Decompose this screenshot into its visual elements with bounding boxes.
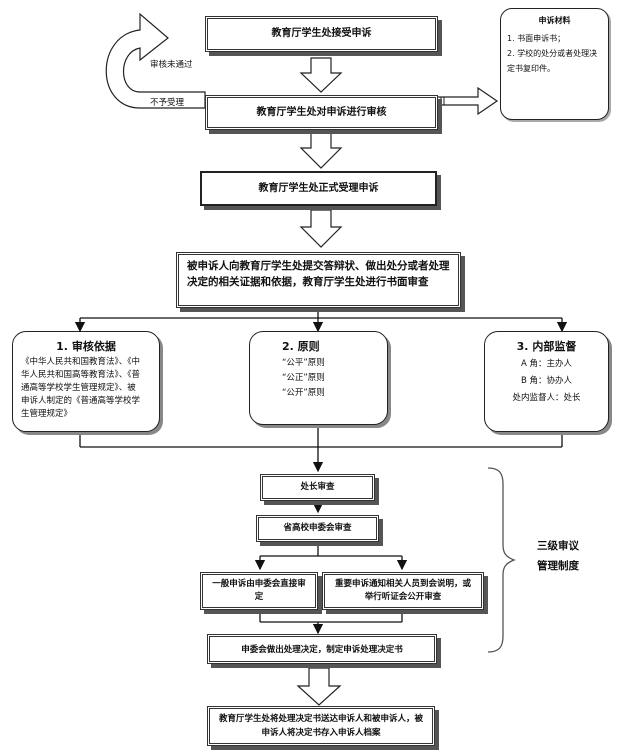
down-arrow-2 [299,131,343,169]
step-formal-acceptance: 教育厅学生处正式受理申诉 [200,171,437,206]
step-written-review: 被申诉人向教育厅学生处提交答辩状、做出处分或者处理决定的相关证据和依据，教育厅学… [176,252,461,308]
materials-title: 申诉材料 [538,16,571,25]
step-review-appeal: 教育厅学生处对申诉进行审核 [205,95,438,130]
column-line: A 角：主办人 [520,359,573,369]
column-review-basis: 1. 审核依据 《中华人民共和国教育法》、《中 华人民共和国高等教育法》、《普 … [12,331,160,432]
column-title: 3. 内部监督 [516,340,577,353]
down-arrow-3 [299,209,343,248]
bracket-line: 三级审议 [537,540,579,552]
loop-label-not-accepted: 不予受理 [150,98,185,108]
appeal-materials-box: 申诉材料 1. 书面申诉书； 2. 学校的处分或者处理决定书复印件。 [500,8,609,120]
step-important-appeal: 重要申诉通知相关人员到会说明，或举行听证会公开审查 [322,572,484,610]
materials-item: 1. 书面申诉书； [507,34,566,43]
materials-item: 2. 学校的处分或者处理决定书复印件。 [507,49,598,73]
column-line: 通高等学校学生管理规定》、被 [21,383,136,393]
down-arrow-4 [296,667,342,706]
step-general-appeal: 一般申诉由申委会直接审定 [200,572,318,610]
column-title: 1. 审核依据 [56,340,116,353]
column-line: 华人民共和国高等教育法》、《普 [21,370,141,380]
step-accept-appeal: 教育厅学生处接受申诉 [205,16,438,52]
down-arrow-1 [299,57,343,93]
step-director-review: 处长审查 [260,474,375,501]
column-line: 生管理规定》 [21,409,73,419]
step-committee-review: 省高校申委会审查 [256,515,379,542]
column-line: “公开”原则 [282,388,325,398]
loop-arrow [105,12,206,109]
column-line: B 角：协办人 [520,376,573,386]
column-line: 申诉人制定的《普通高等学校学 [21,396,141,406]
bracket-line: 管理制度 [537,560,579,572]
three-level-label: 三级审议 管理制度 [527,536,589,576]
right-arrow [436,86,499,116]
column-title: 2. 原则 [282,340,320,353]
loop-label-rejected: 审核未通过 [150,60,193,70]
column-principles: 2. 原则 “公平”原则 “公正”原则 “公开”原则 [249,331,388,425]
column-line: “公平”原则 [282,358,325,368]
column-line: “公正”原则 [282,373,325,383]
step-delivery: 教育厅学生处将处理决定书送达申诉人和被申诉人，被申诉人将决定书存入申诉人档案 [207,706,435,746]
step-decision: 申委会做出处理决定，制定申诉处理决定书 [207,634,437,664]
column-line: 《中华人民共和国教育法》、《中 [21,357,141,367]
column-internal-supervision: 3. 内部监督 A 角：主办人 B 角：协办人 处内监督人：处长 [484,331,609,432]
column-line: 处内监督人：处长 [512,393,581,403]
three-level-bracket [487,467,516,653]
